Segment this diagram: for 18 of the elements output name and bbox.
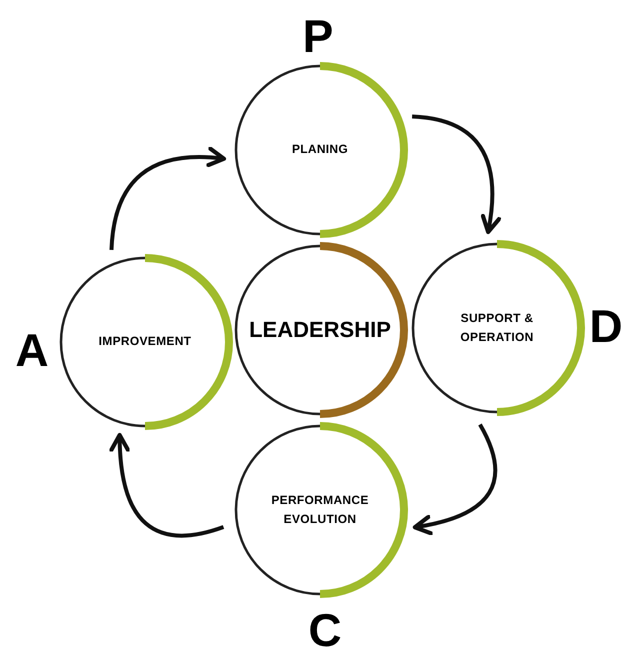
process-circle: [57, 254, 233, 430]
circle-label: PLANING: [292, 141, 348, 158]
curved-arrow: [412, 424, 498, 535]
phase-letter: D: [589, 303, 623, 349]
curved-arrow: [110, 432, 224, 538]
phase-letter: C: [308, 607, 342, 653]
circle-label: LEADERSHIP: [249, 316, 391, 344]
phase-letter: A: [15, 327, 49, 373]
process-circle: [232, 62, 408, 238]
curved-arrow: [412, 114, 501, 234]
circle-label: PERFORMANCE EVOLUTION: [270, 492, 370, 528]
process-circle: [232, 242, 408, 418]
circle-label: IMPROVEMENT: [98, 333, 192, 350]
process-circle: [409, 240, 585, 416]
process-circle: [232, 422, 408, 598]
phase-letter: P: [302, 13, 334, 59]
circle-label: SUPPORT & OPERATION: [459, 310, 535, 346]
curved-arrow: [109, 147, 226, 250]
